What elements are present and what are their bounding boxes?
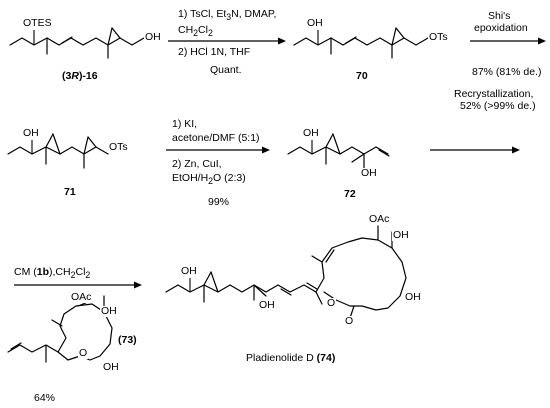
step4-reagent-d: Cl [75,266,86,278]
compound-72-bonds [287,133,390,169]
step3-reagent-line3: 2) Zn, CuI, [172,158,222,170]
compound-72-label: 72 [344,188,356,200]
step1-reagent-line1-a: 1) TsCl, Et [178,8,227,20]
step4-reagent-sub2: 2 [85,270,91,281]
step1-reagent-line2-b: Cl [198,24,208,36]
compound-70-label: 70 [356,70,368,82]
c72-oh2-label: OH [360,167,378,179]
step1-reagent-line1-b: N, DMAP, [231,8,277,20]
step4-reagent-sub1: 2 [70,270,76,281]
c74-oh-mid-label: OH [258,299,276,311]
step1-yield: Quant. [210,64,242,76]
step4-reagent-b: 1b [36,266,50,278]
compound-74-bonds [165,225,407,319]
compound-71-bonds [7,133,109,169]
step2-reagent-line2: epoxidation [474,22,528,34]
otes-label: OTES [22,17,53,29]
step1-reagent-line2-sub2: 2 [207,28,213,39]
compound-74-name: Pladienolide D [246,352,314,364]
c74-oh-right-label: OH [404,291,422,303]
step4-reagent-a: CM ( [14,266,37,278]
c72-oh-label: OH [302,127,320,139]
compound-74-label: Pladienolide D (74) [246,352,335,364]
step3-reagent-line4-b: O (2:3) [213,172,246,184]
step2-yield: 87% (81% de.) [472,66,542,78]
compound-16-label-suffix: )-16 [78,70,98,82]
c70-ots-label: OTs [428,31,449,43]
arrow-step3 [166,146,270,154]
c73-oh2-label: OH [102,361,120,373]
step4-reagent-line1: CM (1b),CH2Cl2 [14,266,90,281]
step3-reagent-line4-a: EtOH/H [172,172,209,184]
step2-recryst-line2: 52% (>99% de.) [460,100,536,112]
arrow-step5 [14,281,142,289]
step4-reagent-c: ),CH [49,266,71,278]
compound-16-label-prefix: (3 [62,70,72,82]
c71-ots-label: OTs [108,141,129,153]
step3-reagent-line1: 1) KI, [172,118,198,130]
step3-yield: 99% [208,196,230,208]
c74-oh-left-label: OH [180,265,198,277]
c73-oac-label: OAc [70,291,93,303]
step4-yield: 64% [34,392,56,404]
c73-oh-label: OH [100,305,118,317]
step1-reagent-line2-a: CH [178,24,194,36]
step3-reagent-line2: acetone/DMF (5:1) [172,132,260,144]
compound-74-number: (74) [316,352,336,364]
c74-o-ester-label: O [326,297,337,309]
c70-oh-label: OH [306,17,324,29]
c74-oh-label: OH [392,229,410,241]
compound-16-label: (3R)-16 [62,70,98,82]
arrow-step4 [430,146,520,154]
compound-16-bonds [9,27,145,59]
arrow-step2 [470,37,546,45]
c74-oac-label: OAc [368,213,391,225]
c74-o-ring-label: O [344,315,355,327]
step2-reagent-line1: Shi's [488,10,511,22]
c73-o-label: O [78,347,89,359]
step1-reagent-line1-sub: 3 [226,12,232,23]
step2-recryst-line1: Recrystallization, [454,88,534,100]
compound-16-label-r: R [71,70,79,82]
oh-label: OH [144,31,162,43]
step1-reagent-line1: 1) TsCl, Et3N, DMAP, [178,8,276,23]
compound-73-label: (73) [118,334,137,346]
step1-reagent-line2: CH2Cl2 [178,24,213,39]
compound-71-label: 71 [64,186,76,198]
c71-oh-label: OH [22,127,40,139]
compound-73-bonds [7,295,113,363]
step1-reagent-line2-sub1: 2 [193,28,199,39]
step3-reagent-line4: EtOH/H2O (2:3) [172,172,246,187]
step1-reagent-line3: 2) HCl 1N, THF [178,46,251,58]
arrow-step1 [168,37,286,45]
compound-70-bonds [293,27,429,59]
step3-reagent-line4-sub: 2 [208,176,214,187]
